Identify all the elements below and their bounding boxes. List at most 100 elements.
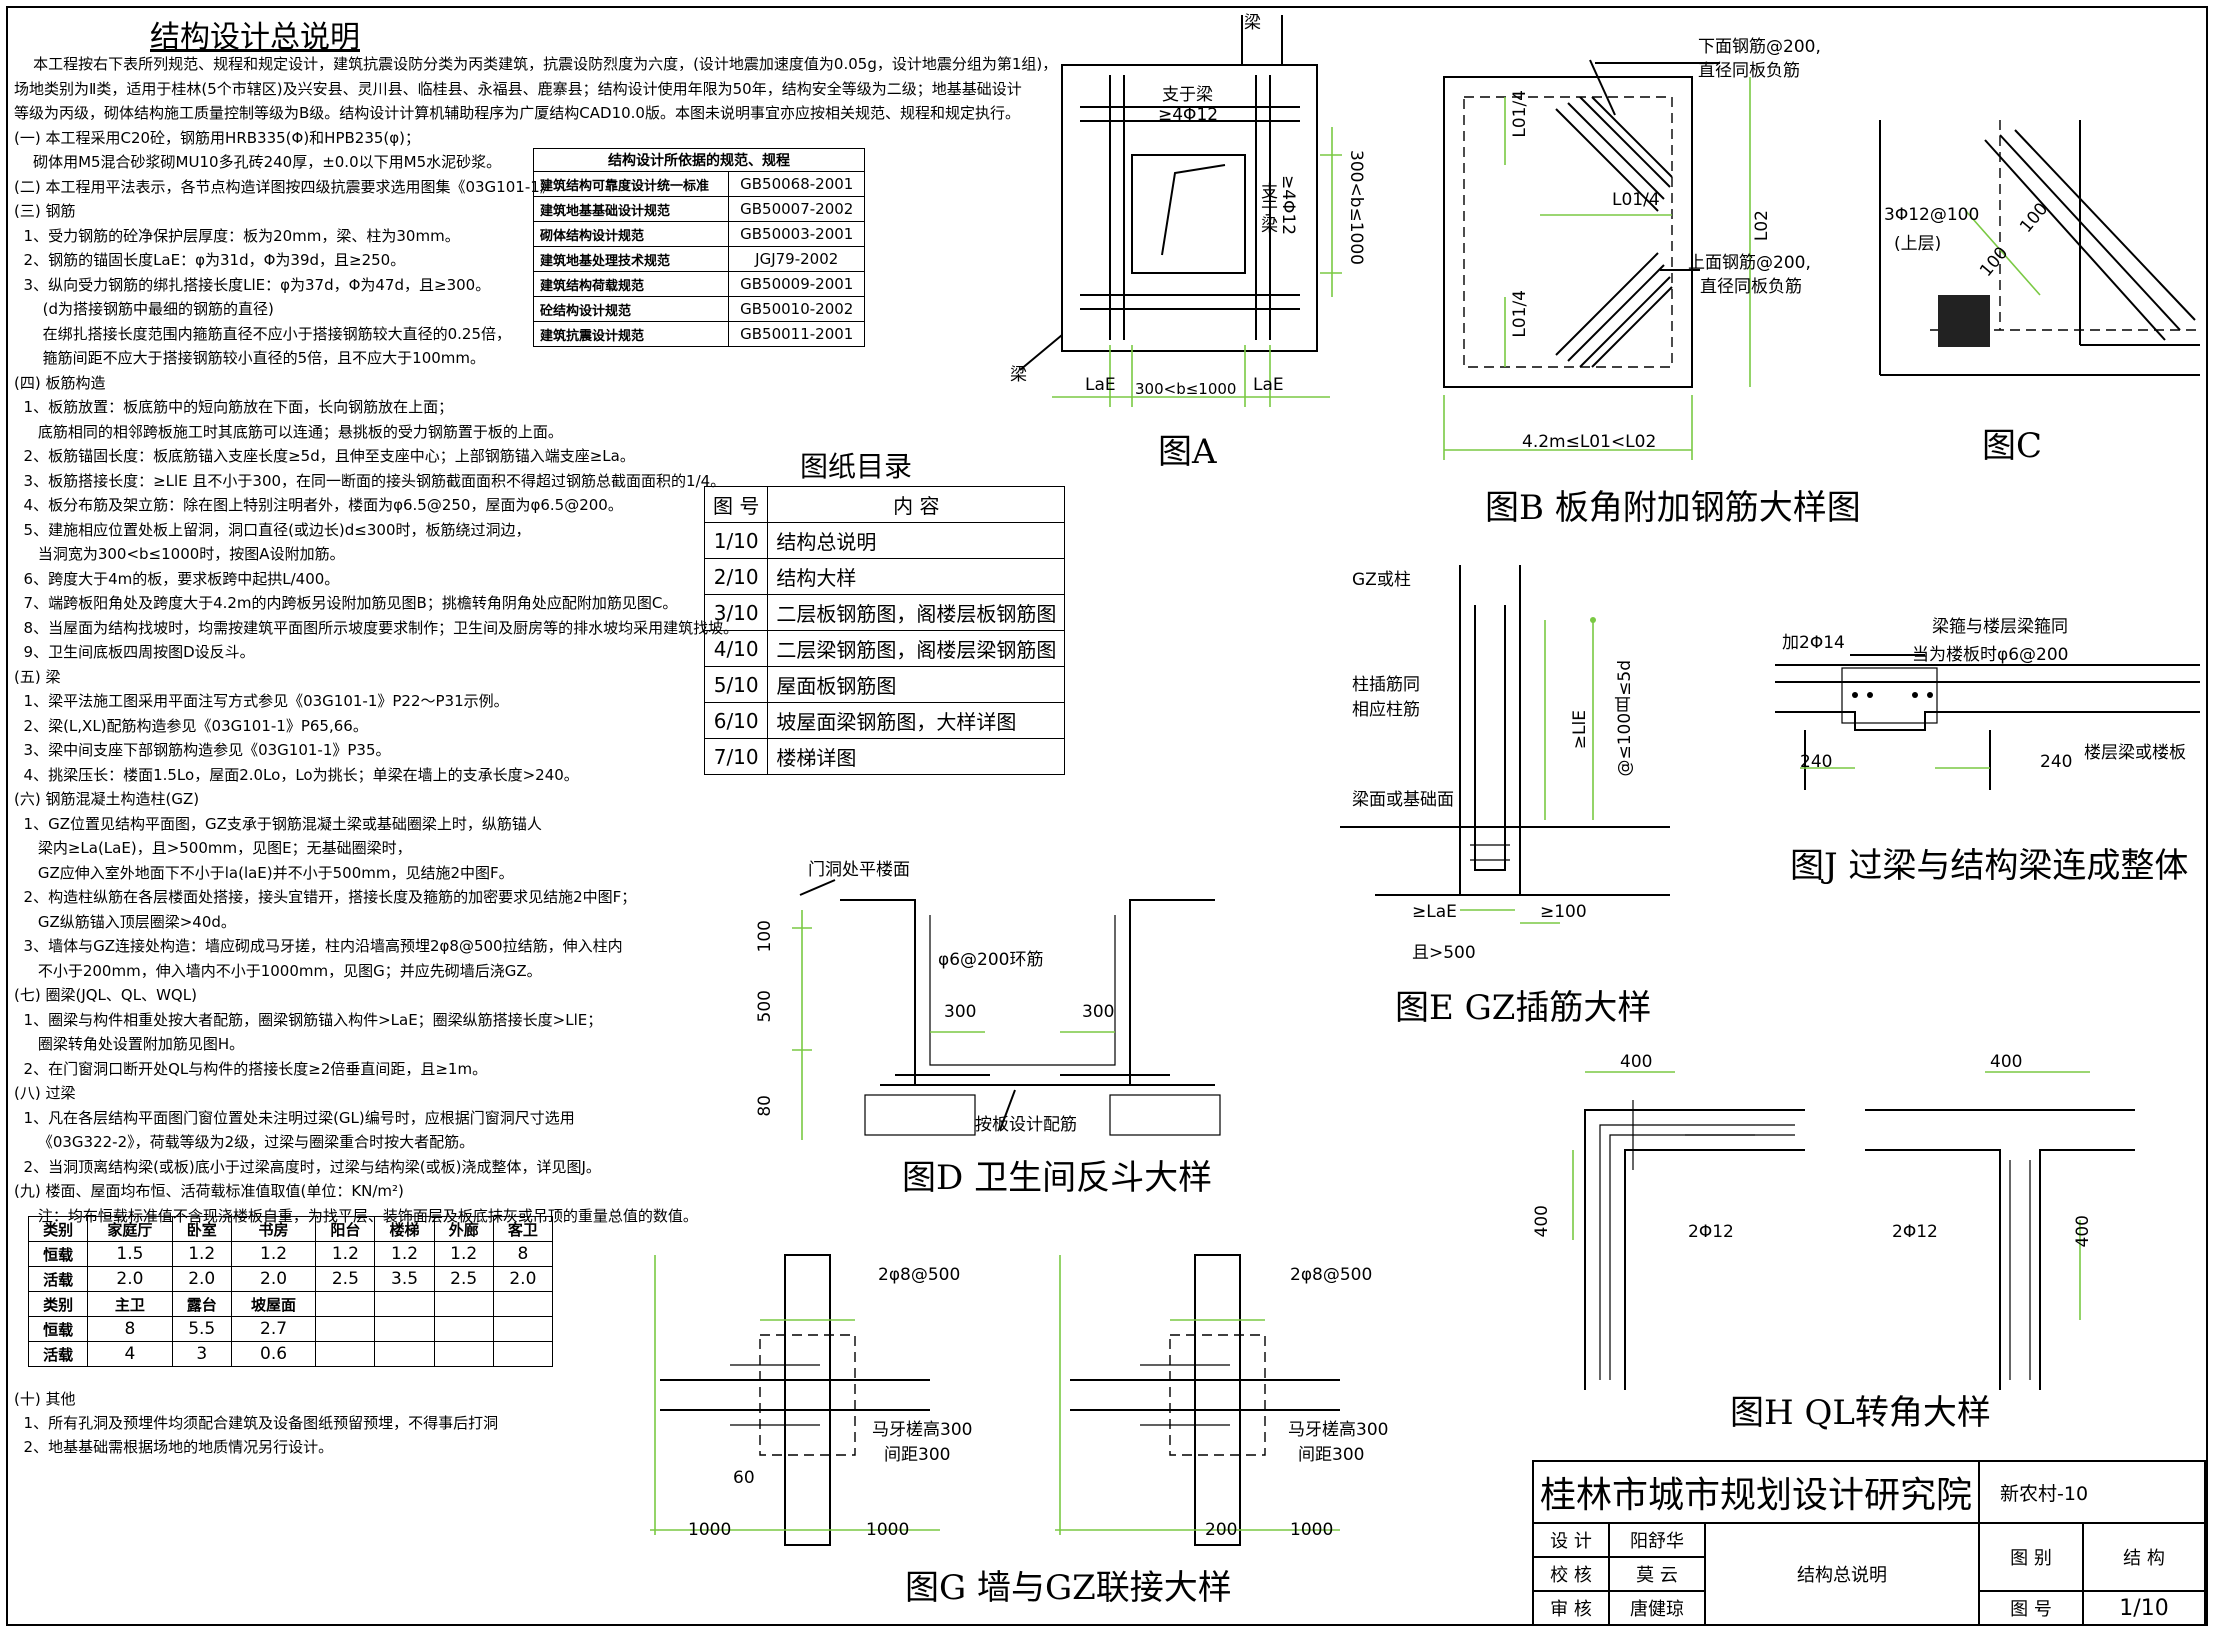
note-line: 7、端跨板阳角处及跨度大于4.2m的内跨板另设附加筋见图B；挑檐转角阴角处应配附… (14, 594, 678, 612)
note-line: 1、凡在各层结构平面图门窗位置处未注明过梁(GL)编号时，应根据门窗洞尺寸选用 (14, 1108, 575, 1127)
figG-right (1055, 1254, 1340, 1546)
figure-e (1340, 565, 1670, 924)
note-line: 3、墙体与GZ连接处构造：墙应砌成马牙搓，柱内沿墙高预埋2φ8@500拉结筋，伸… (14, 937, 623, 955)
figH-bars-left: 2Φ12 (1688, 1222, 1734, 1242)
figE-dowels (1470, 605, 1510, 871)
load-cell (374, 1316, 435, 1342)
note-line: 《03G322-2》，荷载等级为2级，过梁与圈梁重合时按大者配筋。 (14, 1133, 475, 1151)
load-cell: 家庭厅 (87, 1216, 173, 1242)
note-line: 底筋相同的相邻跨板施工时其底筋可以连通；悬挑板的受力钢筋置于板的上面。 (14, 422, 563, 441)
figA-beam-top: 梁 (1244, 13, 1261, 33)
note-line: 3、纵向受力钢筋的绑扎搭接长度LlE：φ为37d，Φ为47d，且≥300。 (14, 275, 491, 294)
standard-code: GB50009-2001 (728, 271, 865, 297)
load-label: 恒载 (27, 1241, 89, 1267)
standard-name: 建筑地基处理技术规范 (532, 246, 730, 272)
figJ-caption: 图J 过梁与结构梁连成整体 (1790, 846, 2189, 886)
note-line: 1、受力钢筋的砼净保护层厚度：板为20mm，梁、柱为30mm。 (14, 226, 460, 245)
load-cell: 8 (492, 1241, 554, 1267)
load-cell: 楼梯 (374, 1216, 435, 1242)
note-line: 8、当屋面为结构找坡时，均需按建筑平面图所示坡度要求制作；卫生间及厨房等的排水坡… (14, 618, 739, 637)
note-line: 2、当洞顶离结构梁(或板)底小于过梁高度时，过梁与结构梁(或板)浇成整体，详见图… (14, 1157, 601, 1176)
load-cell: 外廊 (433, 1216, 494, 1242)
figA-opening-mark (1161, 164, 1226, 256)
standard-name: 建筑结构可靠度设计统一标准 (532, 171, 730, 197)
person-review: 唐健琼 (1608, 1590, 1706, 1626)
note-line: 2、板筋锚固长度：板底筋锚入支座长度≥5d，且伸至支座中心；上部钢筋锚入端支座≥… (14, 447, 635, 465)
figB-bot-note1: 上面钢筋@200, (1688, 253, 1811, 273)
load-cell: 1.2 (433, 1241, 494, 1267)
index-col-content: 内 容 (767, 486, 1066, 523)
load-cell: 1.5 (87, 1241, 173, 1267)
note-line: (六) 钢筋混凝土构造柱(GZ) (14, 790, 200, 808)
standard-name: 建筑地基基础设计规范 (532, 196, 730, 222)
figG-d1000-b: 1000 (866, 1520, 910, 1540)
figD-d100: 100 (755, 920, 775, 953)
load-cell: 坡屋面 (230, 1291, 317, 1317)
note-line: 2、构造柱纵筋在各层楼面处搭接，接头宜错开，搭接长度及箍筋的加密要求见结施2中图… (14, 888, 637, 906)
figC-dim (1964, 209, 2041, 296)
figJ-add: 加2Φ14 (1782, 633, 1845, 653)
figD-note-bot: 按板设计配筋 (975, 1115, 1077, 1135)
role-design: 设 计 (1532, 1522, 1610, 1558)
figure-d (792, 879, 1221, 1140)
figure-h (1572, 1071, 2135, 1390)
load-label: 类别 (27, 1291, 89, 1317)
load-cell (492, 1316, 554, 1342)
figA-beam-left: 梁 (1010, 365, 1027, 385)
figH-tee-right (1865, 1109, 2135, 1390)
figB-l1: L01/4 (1510, 90, 1530, 138)
note-line: 4、板分布筋及架立筋：除在图上特别注明者外，楼面为φ6.5@250，屋面为φ6.… (14, 496, 623, 514)
figD-d300b: 300 (1082, 1002, 1115, 1022)
load-label: 类别 (27, 1216, 89, 1242)
figA-outline (1061, 64, 1318, 352)
index-content: 二层梁钢筋图，阁楼层梁钢筋图 (767, 630, 1066, 667)
figD-dims (792, 910, 1115, 1140)
figB-top-note1: 下面钢筋@200, (1698, 37, 1821, 57)
load-cell: 卧室 (171, 1216, 232, 1242)
figD-d300a: 300 (944, 1002, 977, 1022)
figH-d400a: 400 (1620, 1052, 1653, 1072)
figE-d1: ≥LaE (1412, 902, 1457, 922)
note-line: 等级为丙级，砌体结构施工质量控制等级为B级。结构设计计算机辅助程序为广厦结构CA… (14, 104, 1020, 122)
note-line: 1、板筋放置：板底筋中的短向筋放在下面，长向钢筋放在上面； (14, 398, 454, 416)
load-cell (374, 1291, 435, 1317)
load-cell: 1.2 (315, 1241, 376, 1267)
load-cell (433, 1316, 494, 1342)
figG-d60: 60 (733, 1468, 755, 1488)
note-line: 圈梁转角处设置附加筋见图H。 (14, 1035, 245, 1053)
figure-a (1019, 15, 1342, 407)
load-cell: 2.5 (433, 1266, 494, 1292)
figD-ring-bar (929, 915, 1116, 1066)
note-line: 3、板筋搭接长度：≥LlE 且不小于300，在同一断面的接头钢筋截面面积不得超过… (14, 471, 726, 490)
figD-wall-left (864, 1094, 976, 1136)
note-line: (三) 钢筋 (14, 202, 76, 220)
note-line: 1、GZ位置见结构平面图，GZ支承于钢筋混凝土梁或基础圈梁上时，纵筋锚人 (14, 814, 542, 833)
figJ-n3: 楼层梁或楼板 (2084, 743, 2186, 763)
institute-name: 桂林市城市规划设计研究院 (1532, 1460, 1980, 1524)
figA-caption: 图A (1158, 432, 1217, 472)
standard-name: 建筑抗震设计规范 (532, 321, 730, 347)
figD-d500: 500 (755, 990, 775, 1023)
person-design: 阳舒华 (1608, 1522, 1706, 1558)
note-line: 2、梁(L,XL)配筋构造参见《03G101-1》P65,66。 (14, 716, 368, 735)
index-no: 2/10 (703, 558, 769, 595)
figA-beam-left-leader (1019, 334, 1063, 371)
figB-bottom-bars (1555, 252, 1673, 368)
category-label: 图 别 (1978, 1522, 2084, 1592)
figH-bars-right: 2Φ12 (1892, 1222, 1938, 1242)
note-line: 本工程按右下表所列规范、规程和规定设计，建筑抗震设防分类为丙类建筑，抗震设防烈度… (14, 55, 1058, 73)
figure-j (1775, 654, 2200, 790)
figG-bars-right: 2φ8@500 (1290, 1265, 1373, 1285)
category-value: 结 构 (2082, 1522, 2206, 1592)
figC-note2: (上层) (1894, 234, 1942, 254)
figD-caption: 图D 卫生间反斗大样 (902, 1158, 1213, 1198)
